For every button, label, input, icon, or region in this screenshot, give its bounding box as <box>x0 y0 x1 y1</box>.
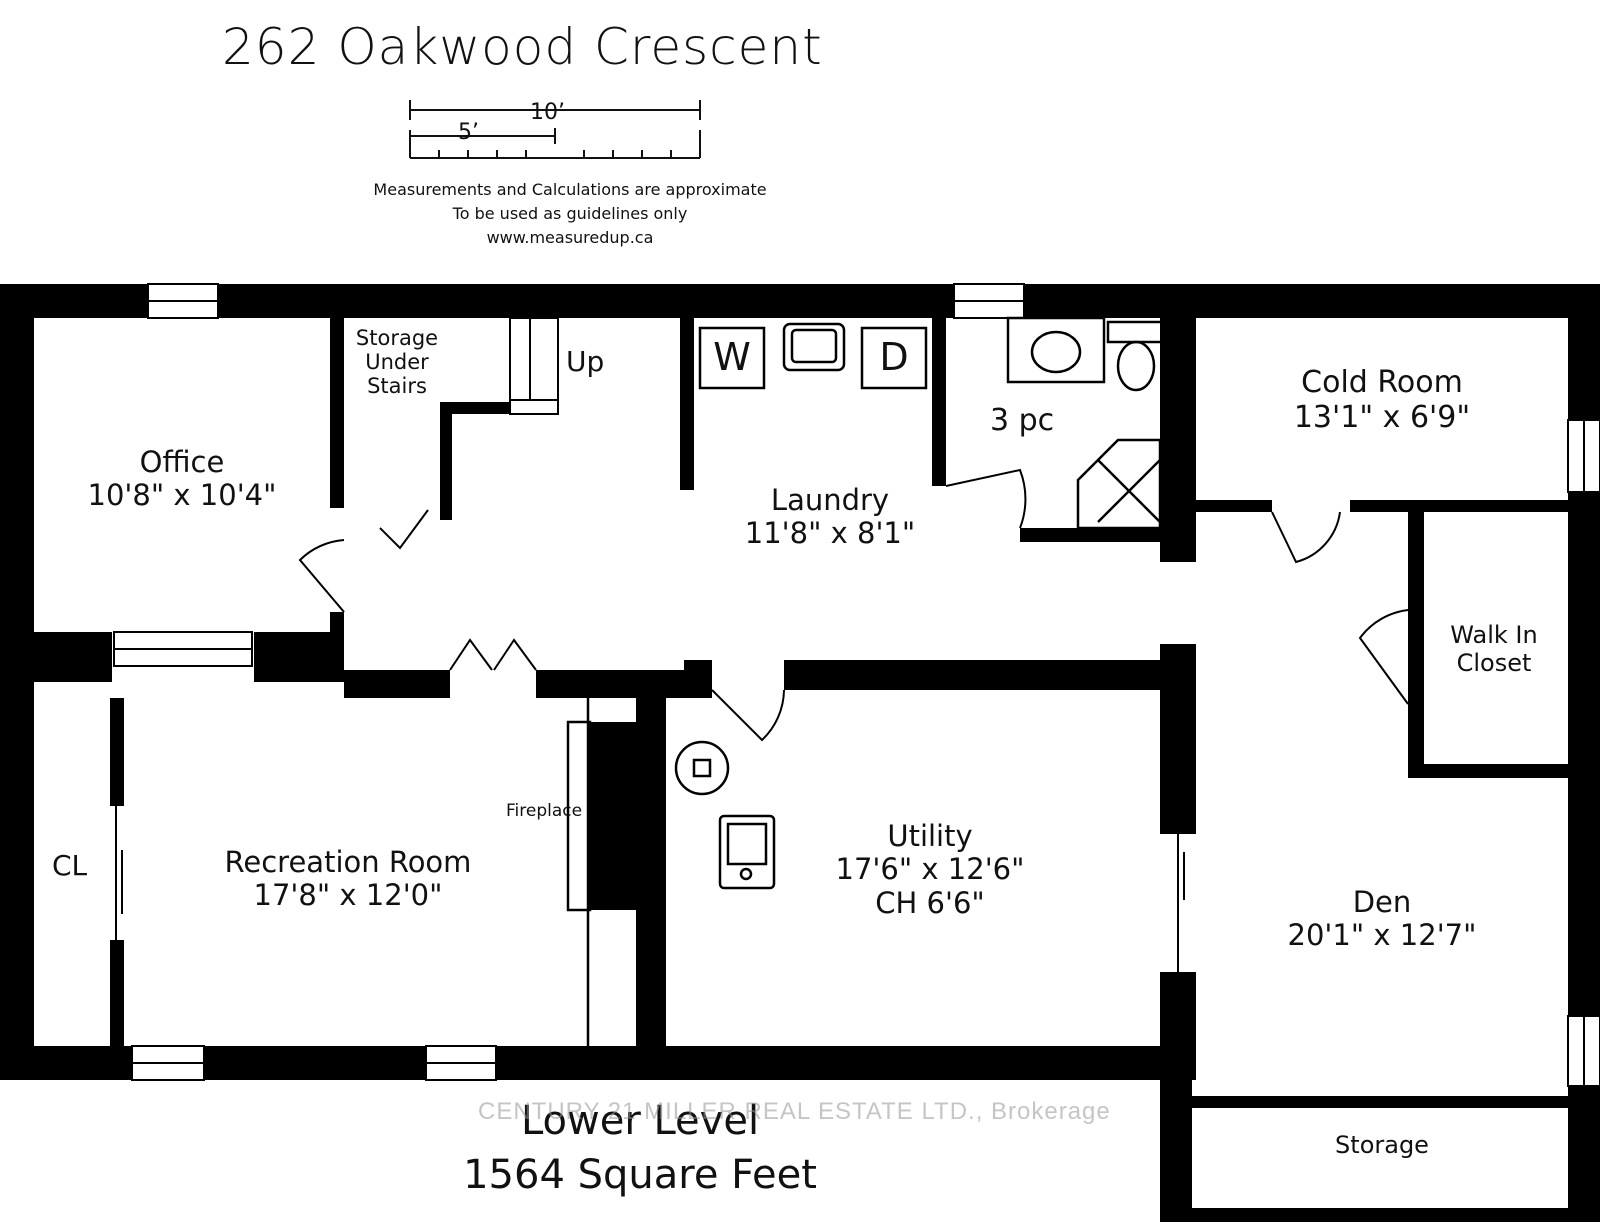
storage-label: Storage <box>1335 1131 1429 1159</box>
utility-label: Utility 17'6" x 12'6" CH 6'6" <box>780 819 1080 920</box>
scale-label-10ft: 10’ <box>526 100 569 125</box>
fixtures <box>566 316 1166 1046</box>
stairs <box>509 317 559 415</box>
cold-room-label: Cold Room 13'1" x 6'9" <box>1196 365 1568 435</box>
area-label: 1564 Square Feet <box>463 1152 817 1198</box>
closet-label: CL <box>52 849 88 882</box>
doors <box>115 468 1460 1103</box>
brokerage-watermark: CENTURY 21 MILLER REAL ESTATE LTD., Brok… <box>478 1098 1111 1125</box>
page-title: 262 Oakwood Crescent <box>222 18 823 76</box>
cold-room-name: Cold Room <box>1301 365 1463 400</box>
disclaimer-line-2: To be used as guidelines only <box>452 204 688 223</box>
laundry-name: Laundry <box>770 483 890 517</box>
utility-ceiling-height: CH 6'6" <box>875 885 985 920</box>
utility-name: Utility <box>887 819 973 853</box>
storage-label-line-3: Stairs <box>367 374 427 399</box>
bath-label: 3 pc <box>990 403 1055 438</box>
walk-in-line-2: Closet <box>1456 648 1532 677</box>
scale-label-5ft: 5’ <box>454 120 483 145</box>
walk-in-line-1: Walk In <box>1450 621 1538 649</box>
washer-label: W <box>713 335 751 379</box>
dryer-label: D <box>879 335 909 379</box>
level-label: Lower Level <box>520 1098 760 1144</box>
storage-label-line-2: Under <box>365 350 429 375</box>
recreation-room-name: Recreation Room <box>224 845 472 879</box>
walk-in-closet-label: Walk In Closet <box>1424 621 1564 677</box>
storage-under-stairs-label: Storage Under Stairs <box>342 326 452 398</box>
laundry-dims: 11'8" x 8'1" <box>744 516 916 551</box>
cold-room-dims: 13'1" x 6'9" <box>1293 399 1471 435</box>
stairs-up-label: Up <box>566 345 605 378</box>
scale-bar <box>409 100 701 159</box>
office-label: Office 10'8" x 10'4" <box>34 445 330 513</box>
website-url: www.measuredup.ca <box>486 228 654 247</box>
office-name: Office <box>139 445 225 479</box>
fireplace-label: Fireplace <box>506 801 583 821</box>
recreation-room-label: Recreation Room 17'8" x 12'0" <box>124 845 572 913</box>
laundry-label: Laundry 11'8" x 8'1" <box>700 483 960 551</box>
utility-dims: 17'6" x 12'6" <box>835 852 1025 887</box>
den-name: Den <box>1352 885 1412 919</box>
disclaimer-line-1: Measurements and Calculations are approx… <box>373 180 767 199</box>
recreation-room-dims: 17'8" x 12'0" <box>253 878 443 913</box>
den-label: Den 20'1" x 12'7" <box>1196 885 1568 953</box>
den-dims: 20'1" x 12'7" <box>1287 918 1477 953</box>
storage-label-line-1: Storage <box>355 326 439 350</box>
windows <box>113 283 1600 1087</box>
office-dims: 10'8" x 10'4" <box>87 478 277 513</box>
